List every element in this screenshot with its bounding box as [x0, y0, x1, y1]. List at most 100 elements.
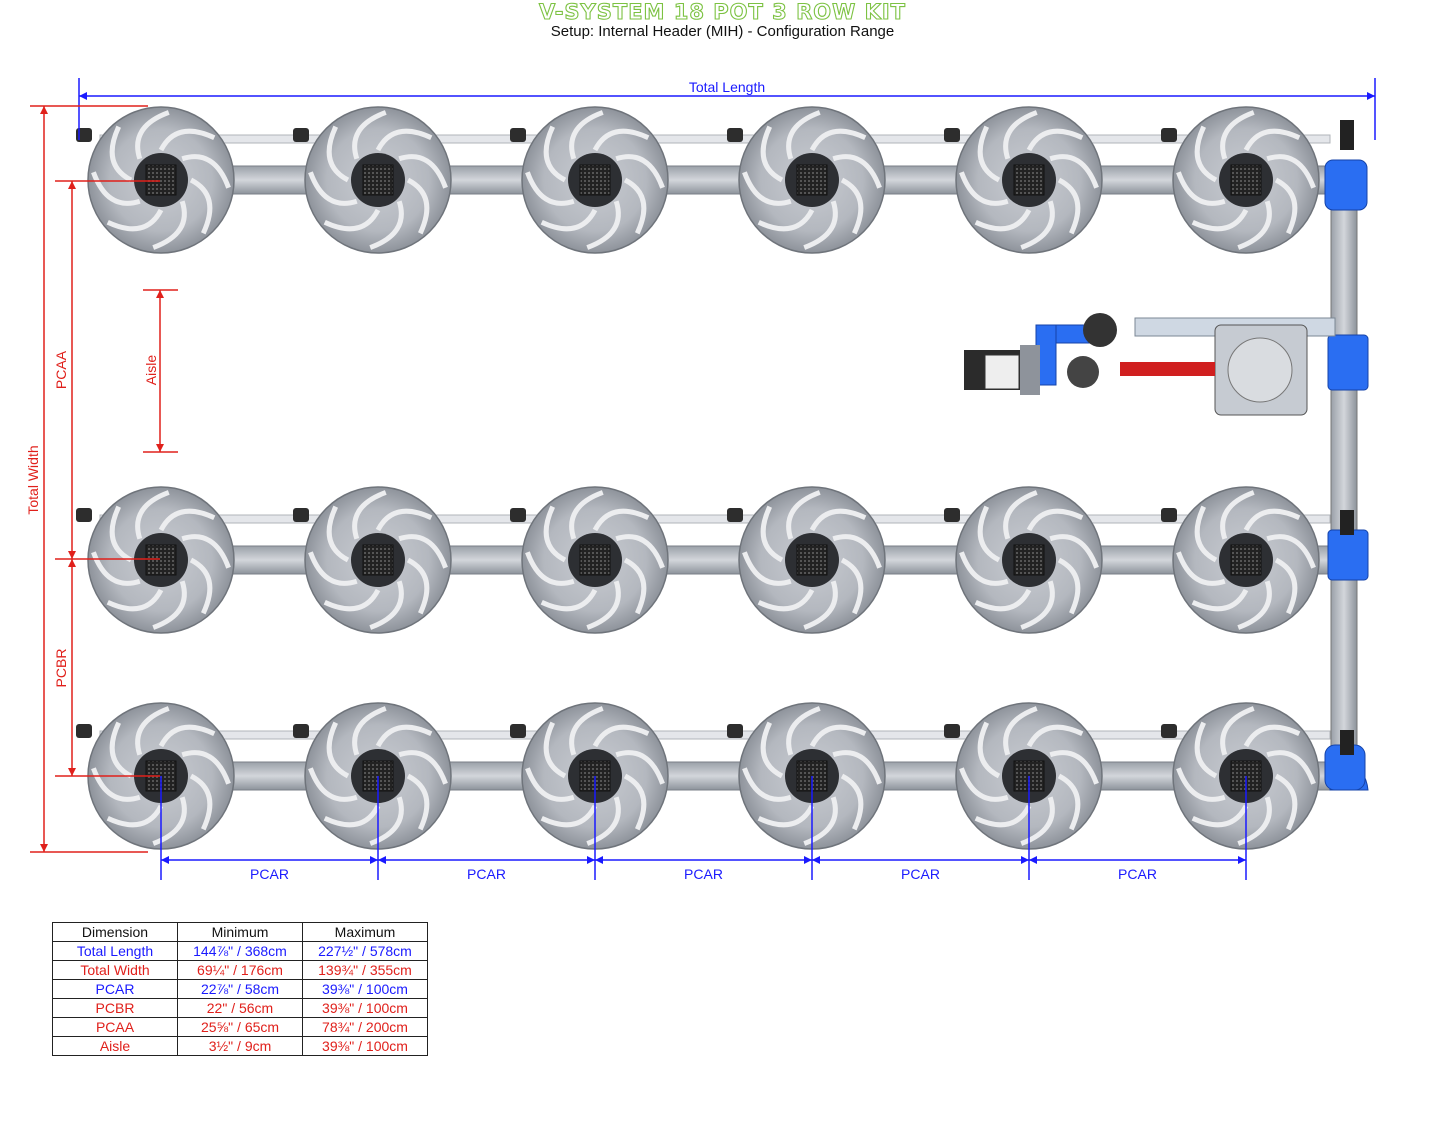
- total-width-label: Total Width: [25, 445, 41, 514]
- pot-rib: [615, 750, 665, 785]
- pot-drain: [1013, 164, 1045, 196]
- pot-rib: [326, 721, 350, 779]
- pot: [955, 486, 1103, 634]
- pot-drain: [1230, 544, 1262, 576]
- pot-rib: [1243, 128, 1301, 152]
- pot-rib: [181, 750, 231, 785]
- arrowhead: [812, 856, 820, 864]
- valve-icon: [1161, 724, 1177, 738]
- pot-rib: [803, 796, 838, 846]
- valve-icon: [76, 724, 92, 738]
- pot-rib: [977, 721, 1001, 779]
- pot-rib: [369, 200, 404, 250]
- pot-rib: [1237, 796, 1272, 846]
- pot-rib: [1191, 804, 1249, 828]
- pot-rib: [840, 773, 864, 831]
- pot-rib: [832, 750, 882, 785]
- pot-rib: [308, 551, 358, 586]
- pot-rib: [543, 721, 567, 779]
- pot-rib: [540, 588, 598, 612]
- pot-rib: [1049, 534, 1099, 569]
- pcar-label: PCAR: [901, 866, 940, 882]
- valve-icon: [727, 508, 743, 522]
- pot-rib: [1003, 110, 1038, 160]
- pot-rib: [398, 750, 448, 785]
- pot-rib: [1026, 508, 1084, 532]
- pot-rib: [1049, 750, 1099, 785]
- pot-rib: [158, 128, 216, 152]
- pot-rib: [109, 721, 133, 779]
- valve-icon: [1161, 128, 1177, 142]
- reservoir-assembly: [964, 313, 1336, 416]
- arrowhead: [156, 290, 164, 298]
- valve-icon: [944, 508, 960, 522]
- pot-drain: [796, 164, 828, 196]
- pot-rib: [326, 125, 350, 183]
- pot: [304, 486, 452, 634]
- pot-rib: [326, 505, 350, 563]
- pot-rib: [1220, 490, 1255, 540]
- arrowhead: [1238, 856, 1246, 864]
- pot-rib: [840, 177, 864, 235]
- pot-rib: [135, 706, 170, 756]
- pot-rib: [1266, 534, 1316, 569]
- pot-rib: [809, 128, 867, 152]
- pot-rib: [760, 505, 784, 563]
- pot-rib: [1176, 551, 1226, 586]
- pot-rib: [786, 110, 821, 160]
- pcar-label: PCAR: [467, 866, 506, 882]
- pot: [738, 106, 886, 254]
- pot-rib: [615, 154, 665, 189]
- pot-rib: [1194, 125, 1218, 183]
- pot-rib: [840, 557, 864, 615]
- column-header: Minimum: [177, 922, 303, 942]
- arrowhead: [68, 768, 76, 776]
- pot-rib: [803, 580, 838, 630]
- pot-rib: [959, 767, 1009, 802]
- pot: [521, 486, 669, 634]
- pot-rib: [786, 706, 821, 756]
- pot-rib: [375, 128, 433, 152]
- pot-rib: [181, 154, 231, 189]
- valve-icon: [944, 724, 960, 738]
- pot-rib: [308, 767, 358, 802]
- pot-rib: [623, 177, 647, 235]
- pot-rib: [398, 534, 448, 569]
- pot-rib: [1237, 580, 1272, 630]
- pot: [521, 106, 669, 254]
- pot-rib: [109, 125, 133, 183]
- pot-rib: [189, 557, 213, 615]
- dimension-min: 25⅝" / 65cm: [177, 1017, 303, 1037]
- arrowhead: [595, 856, 603, 864]
- pot-rib: [592, 128, 650, 152]
- pot-rib: [974, 804, 1032, 828]
- pot-rib: [406, 773, 430, 831]
- feed-line: [99, 514, 1331, 524]
- pot-rib: [757, 588, 815, 612]
- pot-rib: [109, 505, 133, 563]
- pot-rib: [152, 796, 187, 846]
- pot-drain: [796, 544, 828, 576]
- pot-rib: [406, 177, 430, 235]
- arrowhead: [804, 856, 812, 864]
- aisle-label: Aisle: [143, 355, 159, 386]
- pot-rib: [974, 208, 1032, 232]
- arrowhead: [40, 106, 48, 114]
- arrowhead: [587, 856, 595, 864]
- diagram-subtitle: Setup: Internal Header (MIH) - Configura…: [550, 23, 895, 40]
- header-pipe: [1324, 120, 1369, 791]
- pot: [1172, 106, 1320, 254]
- pot-rib: [809, 508, 867, 532]
- pot-rib: [398, 154, 448, 189]
- pot-rib: [1191, 208, 1249, 232]
- dimension-min: 144⅞" / 368cm: [177, 941, 303, 961]
- table-row: Aisle 3½" / 9cm 39⅜" / 100cm: [52, 1036, 428, 1056]
- pot-rib: [369, 580, 404, 630]
- pot-rib: [1220, 706, 1255, 756]
- arrowhead: [68, 551, 76, 559]
- pot-rib: [1057, 557, 1081, 615]
- valve-icon: [727, 128, 743, 142]
- pot-rib: [158, 724, 216, 748]
